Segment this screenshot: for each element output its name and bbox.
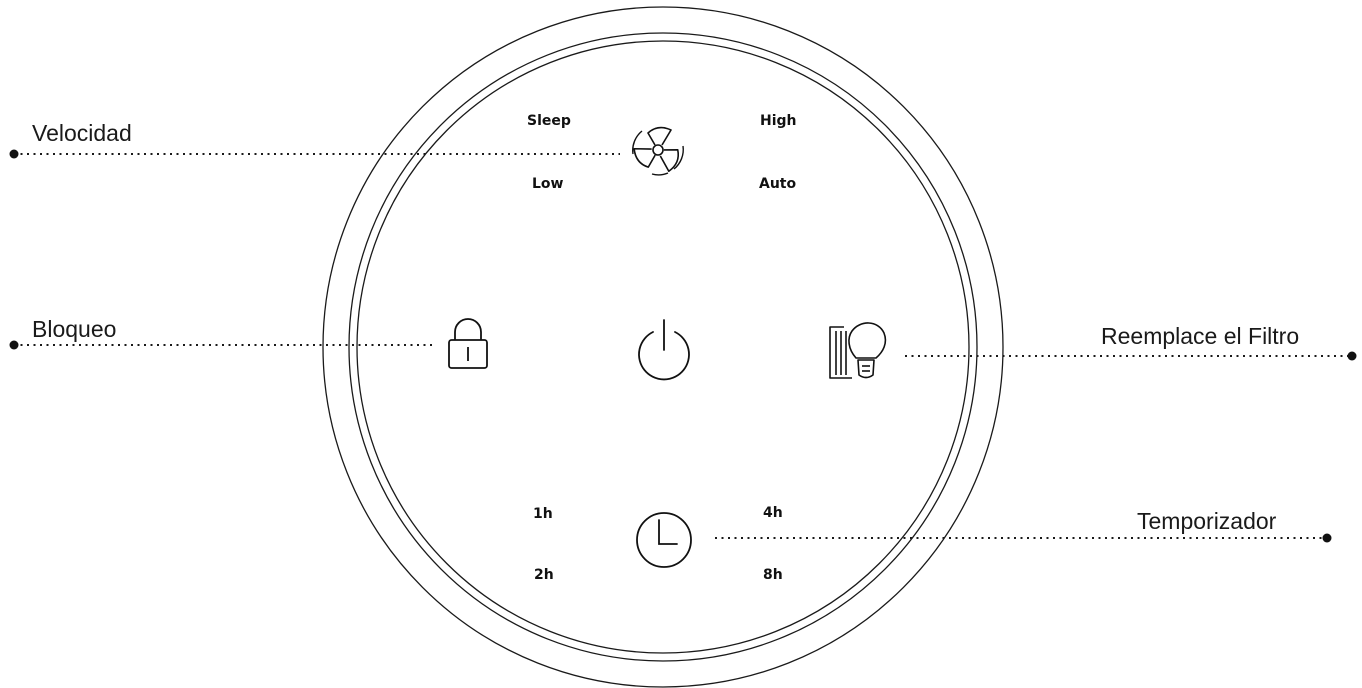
callout-velocidad: Velocidad	[32, 120, 132, 146]
leader-lines	[14, 153, 1352, 539]
timer-option-8h: 8h	[763, 567, 783, 583]
timer-option-4h: 4h	[763, 505, 783, 521]
power-icon	[638, 319, 690, 381]
callout-bloqueo: Bloqueo	[32, 316, 117, 342]
speed-mode-high: High	[760, 113, 797, 129]
leader-dot-temporizador	[1322, 533, 1332, 543]
lock-icon	[448, 318, 488, 369]
lock-button[interactable]	[442, 314, 494, 374]
fan-icon	[632, 126, 684, 176]
leader-dot-velocidad	[9, 149, 19, 159]
speed-mode-sleep: Sleep	[527, 113, 571, 129]
filter-bulb-icon	[829, 322, 887, 379]
middle-ring	[348, 32, 978, 662]
power-button[interactable]	[632, 314, 696, 378]
speed-mode-auto: Auto	[759, 176, 797, 192]
timer-button[interactable]	[632, 508, 696, 572]
leader-dots	[9, 149, 1357, 543]
timer-option-1h: 1h	[533, 506, 553, 522]
inner-ring	[356, 40, 970, 654]
callout-temporizador: Temporizador	[1137, 508, 1277, 534]
speed-mode-low: Low	[532, 176, 564, 192]
leader-dot-bloqueo	[9, 340, 19, 350]
fan-speed-button[interactable]	[630, 122, 686, 178]
callout-reemplace-filtro: Reemplace el Filtro	[1101, 323, 1300, 349]
leader-dot-reemplace-filtro	[1347, 351, 1357, 361]
outer-ring	[322, 6, 1004, 688]
timer-option-2h: 2h	[534, 567, 554, 583]
filter-reset-button[interactable]	[824, 316, 892, 384]
panel-rings	[322, 6, 1004, 688]
clock-icon	[636, 512, 692, 568]
